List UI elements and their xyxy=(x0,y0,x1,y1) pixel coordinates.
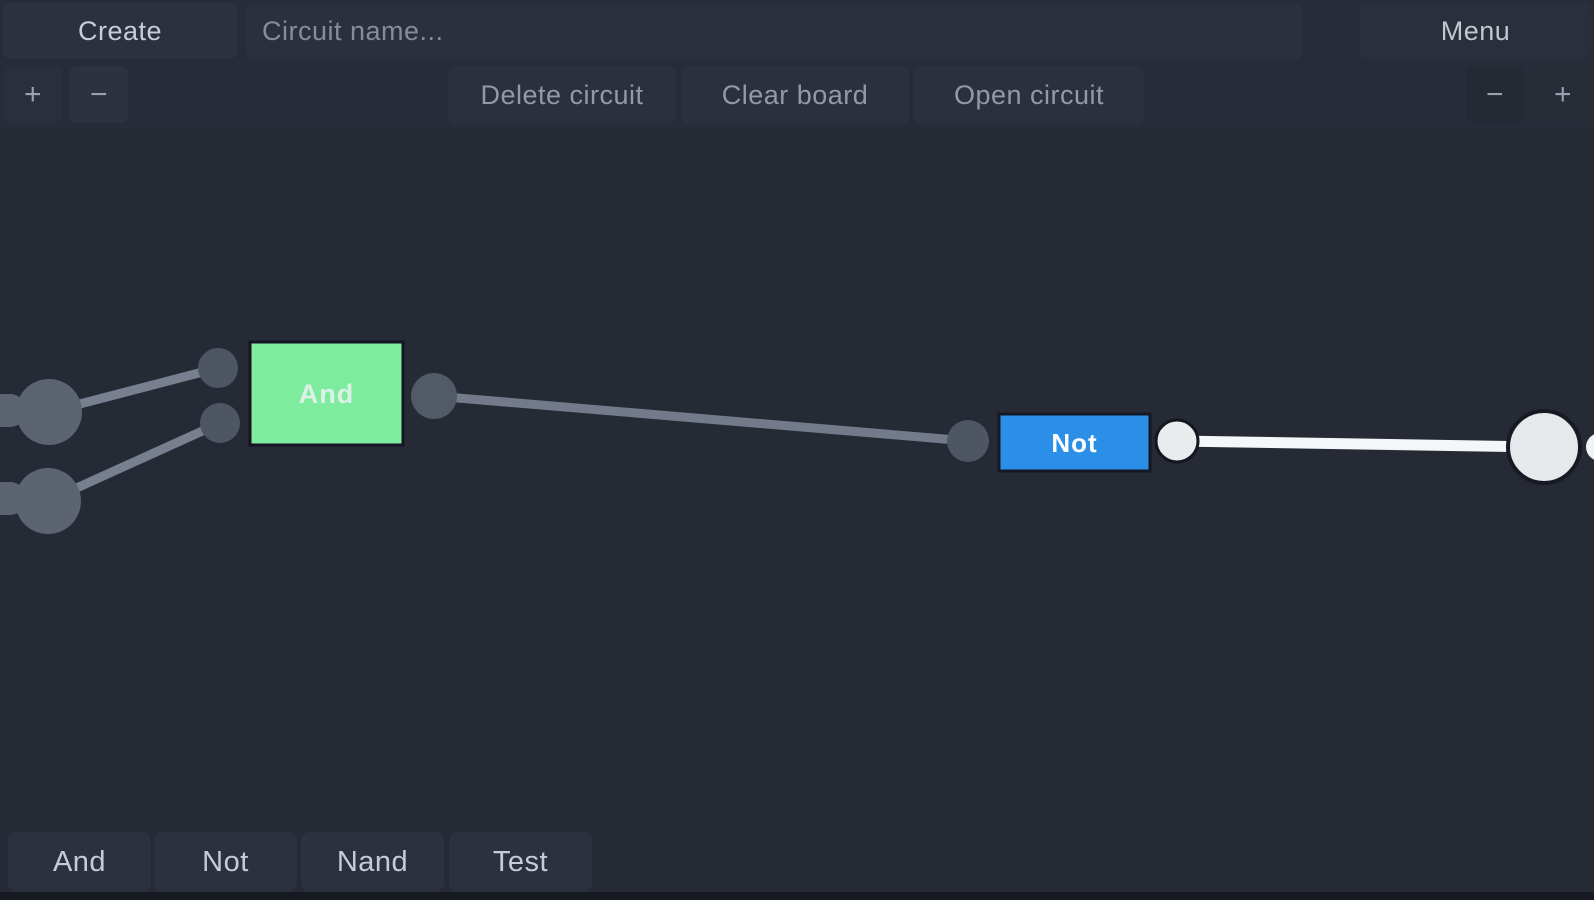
and-gate-output-pin[interactable] xyxy=(411,373,457,419)
zoom-in-button-right[interactable]: + xyxy=(1532,66,1594,123)
output-node-pin[interactable] xyxy=(1586,433,1594,461)
circuit-name-input[interactable] xyxy=(246,3,1302,59)
delete-circuit-button[interactable]: Delete circuit xyxy=(448,66,676,124)
not-gate-input-pin[interactable] xyxy=(947,420,989,462)
and-gate-input-pin[interactable] xyxy=(200,403,240,443)
and-gate-label: And xyxy=(299,379,354,409)
input-node[interactable] xyxy=(16,379,82,445)
toolbar: + − Delete circuit Clear board Open circ… xyxy=(0,62,1594,128)
bottom-strip xyxy=(0,892,1594,900)
not-gate-label: Not xyxy=(1051,428,1097,458)
create-button[interactable]: Create xyxy=(3,3,237,59)
and-gate[interactable]: And xyxy=(248,340,405,447)
zoom-in-button-left[interactable]: + xyxy=(4,66,62,123)
input-node[interactable] xyxy=(15,468,81,534)
palette-item-not[interactable]: Not xyxy=(154,832,297,892)
open-circuit-button[interactable]: Open circuit xyxy=(914,66,1144,124)
menu-button[interactable]: Menu xyxy=(1360,3,1591,59)
not-gate-output-pin[interactable] xyxy=(1154,418,1200,464)
palette-item-test[interactable]: Test xyxy=(449,832,592,892)
output-node[interactable] xyxy=(1506,409,1582,485)
wire-active xyxy=(1176,435,1544,453)
clear-board-button[interactable]: Clear board xyxy=(681,66,909,124)
zoom-out-button-left[interactable]: − xyxy=(70,66,128,123)
and-gate-input-pin[interactable] xyxy=(198,348,238,388)
not-gate[interactable]: Not xyxy=(997,412,1152,473)
component-palette: And Not Nand Test xyxy=(0,832,1594,892)
top-bar: Create Menu xyxy=(0,0,1594,62)
palette-item-and[interactable]: And xyxy=(8,832,151,892)
wire xyxy=(433,391,969,446)
zoom-out-button-right[interactable]: − xyxy=(1466,66,1524,123)
palette-item-nand[interactable]: Nand xyxy=(301,832,444,892)
